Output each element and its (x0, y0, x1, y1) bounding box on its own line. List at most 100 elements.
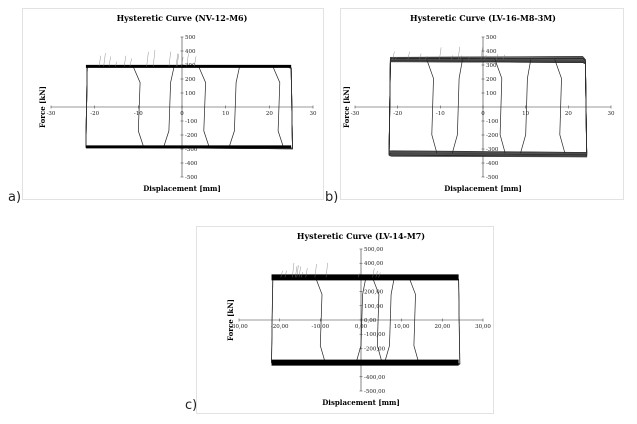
noise-spike (450, 55, 454, 60)
hysteresis-cycle (388, 59, 588, 156)
chart-title: Hysteretic Curve (NV-12-M6) (117, 13, 248, 23)
y-tick-label: -200,00 (364, 346, 386, 352)
y-tick-label: -100 (486, 119, 499, 125)
hysteresis-cycle (388, 57, 587, 153)
y-tick-label: 0,00 (364, 318, 377, 324)
x-tick-label: 30 (608, 111, 615, 117)
y-tick-label: 200 (185, 77, 196, 83)
noise-spike (375, 270, 378, 278)
noise-spike (459, 55, 462, 60)
x-tick-label: 30 (310, 111, 317, 117)
noise-spike (395, 56, 398, 60)
noise-spike (480, 47, 483, 60)
x-tick-label: 20 (266, 111, 273, 117)
hysteresis-loops (271, 262, 461, 366)
hysteresis-cycle (388, 58, 587, 155)
x-tick-label: -10 (436, 111, 445, 117)
reversal-branch (372, 277, 383, 363)
y-tick-label: -500 (185, 175, 198, 181)
chart-panel-c: Hysteretic Curve (LV-14-M7)-30,00-20,00-… (196, 226, 494, 414)
noise-spike (181, 56, 184, 67)
hysteresis-cycle (388, 61, 588, 155)
hysteresis-cycle (388, 60, 588, 155)
reversal-branch (554, 59, 566, 154)
y-tick-label: 100,00 (364, 304, 384, 310)
x-tick-label: 0 (180, 111, 184, 117)
reversal-branch (494, 59, 506, 154)
y-tick-label: 400 (185, 49, 196, 55)
noise-spike (176, 54, 179, 67)
x-axis-label: Displacement [mm] (444, 184, 522, 193)
noise-spike (103, 53, 106, 67)
reversal-branch (451, 59, 463, 154)
y-tick-label: 100 (185, 91, 196, 97)
reversal-branch (163, 66, 175, 148)
noise-spike (114, 61, 118, 67)
hysteresis-cycle (388, 61, 587, 156)
y-tick-label: 400 (486, 49, 497, 55)
noise-spike (98, 55, 101, 67)
reversal-branch (408, 277, 420, 363)
noise-spike (407, 51, 410, 60)
chart-c-svg: Hysteretic Curve (LV-14-M7)-30,00-20,00-… (226, 231, 491, 407)
hysteresis-cycle (388, 58, 588, 155)
noise-spike (425, 56, 428, 60)
noise-spike (372, 268, 375, 278)
noise-spike (186, 53, 189, 67)
reversal-branch (198, 66, 210, 148)
y-tick-label: -300 (185, 147, 198, 153)
noise-spike (175, 53, 178, 67)
y-tick-label: -500,00 (364, 389, 386, 395)
y-tick-label: 200 (486, 77, 497, 83)
noise-spike (357, 273, 360, 278)
hysteresis-cycle (388, 60, 587, 158)
noise-spike (123, 55, 127, 67)
reversal-branch (384, 277, 395, 363)
y-axis-label: Force [kN] (38, 86, 47, 128)
chart-title: Hysteretic Curve (LV-16-M8-3M) (410, 13, 556, 23)
panel-label-a: a) (8, 190, 22, 205)
x-tick-label: 20 (565, 111, 572, 117)
y-axis-label: Force [kN] (226, 299, 235, 341)
hysteresis-cycle (388, 58, 587, 155)
x-tick-label: -30 (47, 111, 56, 117)
y-tick-label: 200,00 (364, 290, 384, 296)
reversal-branch (355, 277, 367, 363)
hysteresis-loops (388, 46, 588, 158)
y-tick-label: -300 (486, 147, 499, 153)
noise-spike (168, 51, 171, 67)
hysteresis-cycle (388, 58, 587, 155)
noise-spike (314, 263, 317, 278)
x-tick-label: -20 (90, 111, 99, 117)
noise-spike (300, 272, 303, 278)
x-tick-label: 0 (481, 111, 485, 117)
hysteresis-cycle (388, 61, 587, 154)
hysteresis-cycle (388, 60, 587, 157)
noise-spike (496, 54, 499, 60)
reversal-branch (315, 277, 326, 363)
noise-spike (298, 266, 301, 278)
reversal-branch (228, 66, 240, 148)
noise-spike (284, 270, 287, 278)
hysteresis-cycle (388, 59, 588, 158)
y-tick-label: -400 (185, 161, 198, 167)
y-tick-label: 500 (185, 35, 196, 41)
x-tick-label: -30,00 (230, 324, 248, 330)
noise-spike (419, 53, 422, 60)
noise-spike (295, 266, 298, 278)
noise-spike (108, 56, 111, 67)
hysteresis-cycle (388, 56, 587, 156)
y-tick-label: -400 (486, 161, 499, 167)
x-tick-label: -20,00 (271, 324, 289, 330)
hysteresis-loops (85, 49, 293, 150)
x-tick-label: 30,00 (475, 324, 491, 330)
noise-spike (392, 51, 395, 60)
y-tick-label: -500 (486, 175, 499, 181)
x-axis-label: Displacement [mm] (143, 184, 221, 193)
hysteresis-cycle (388, 60, 588, 155)
y-tick-label: -200 (185, 133, 198, 139)
panel-label-c: c) (185, 398, 198, 413)
noise-spike (378, 272, 381, 278)
